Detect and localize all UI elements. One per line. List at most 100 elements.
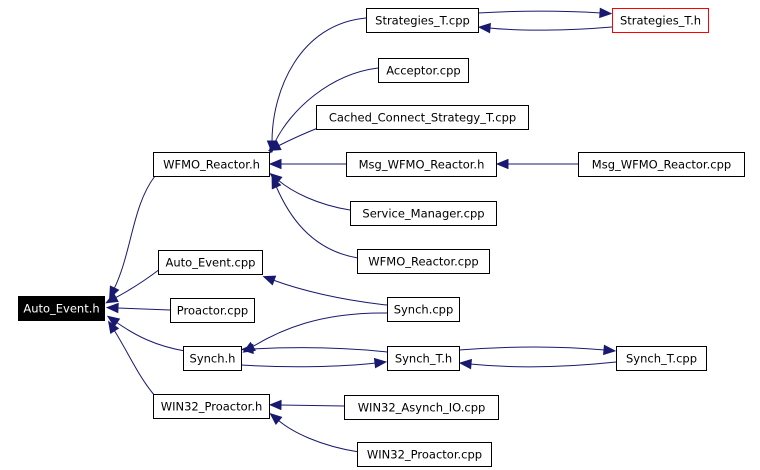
node-strategies-t-cpp[interactable]: Strategies_T.cpp <box>366 8 479 33</box>
edge-line <box>277 419 360 453</box>
edge-arrowhead <box>262 275 277 286</box>
node-label: Msg_WFMO_Reactor.cpp <box>592 158 731 172</box>
node-label: Synch_T.h <box>395 352 452 366</box>
edge-arrowhead <box>105 292 119 304</box>
node-wfmo-reactor-h[interactable]: WFMO_Reactor.h <box>153 152 270 177</box>
edge-arrowhead <box>458 358 472 370</box>
nodes-layer: Auto_Event.h WFMO_Reactor.hAuto_Event.cpp… <box>18 8 745 467</box>
edge-wfmo-reactor-cpp-to-wfmo-reactor-h <box>271 175 359 259</box>
edge-line <box>116 307 171 311</box>
node-win32-proactor-cpp[interactable]: WIN32_Proactor.cpp <box>357 442 492 467</box>
node-box <box>153 152 270 177</box>
edge-auto-event-cpp-to-auto-event-h <box>105 268 161 304</box>
node-proactor-cpp[interactable]: Proactor.cpp <box>170 298 255 323</box>
edge-strategies-t-cpp-to-strategies-t-h <box>477 7 613 19</box>
node-auto-event-cpp[interactable]: Auto_Event.cpp <box>158 250 263 275</box>
node-service-manager-cpp[interactable]: Service_Manager.cpp <box>350 201 497 226</box>
node-label: WIN32_Asynch_IO.cpp <box>358 401 486 415</box>
edge-wfmo-reactor-h-to-auto-event-h <box>109 175 156 300</box>
node-synch-h[interactable]: Synch.h <box>183 346 242 371</box>
node-strategies-t-h[interactable]: Strategies_T.h <box>612 8 709 33</box>
edge-line <box>273 67 379 145</box>
node-label: Msg_WFMO_Reactor.h <box>359 158 485 172</box>
node-msg-wfmo-reactor-h[interactable]: Msg_WFMO_Reactor.h <box>346 152 497 177</box>
node-box <box>366 8 479 33</box>
edge-arrowhead <box>108 320 120 335</box>
edge-line <box>115 321 186 352</box>
edge-line <box>113 329 156 397</box>
node-box <box>316 105 529 130</box>
node-win32-asynch-io-cpp[interactable]: WIN32_Asynch_IO.cpp <box>344 395 499 420</box>
edge-arrowhead <box>268 158 282 170</box>
edge-line <box>271 17 367 143</box>
edge-synch-cpp-to-synch-h <box>242 312 388 353</box>
node-box <box>387 297 460 322</box>
node-label: Proactor.cpp <box>177 304 248 318</box>
node-label: WFMO_Reactor.h <box>163 158 260 172</box>
edge-synch-h-to-auto-event-h <box>106 315 186 352</box>
edge-arrowhead <box>477 22 491 34</box>
edge-line <box>279 404 345 407</box>
edge-line <box>240 362 377 368</box>
edge-proactor-cpp-to-auto-event-h <box>105 302 171 314</box>
node-box <box>158 250 263 275</box>
edge-msg-wfmo-reactor-cpp-to-msg-wfmo-reactor-h <box>495 158 578 170</box>
edge-synch-t-h-to-synch-t-cpp <box>458 344 617 356</box>
node-auto-event-h[interactable]: Auto_Event.h <box>18 296 105 321</box>
edge-strategies-t-h-to-strategies-t-cpp <box>477 22 613 34</box>
node-win32-proactor-h[interactable]: WIN32_Proactor.h <box>153 394 270 419</box>
node-synch-t-cpp[interactable]: Synch_T.cpp <box>616 346 707 371</box>
edge-line <box>251 347 388 353</box>
edge-synch-t-cpp-to-synch-t-h <box>458 358 617 370</box>
node-label: Synch_T.cpp <box>626 352 697 366</box>
node-box <box>170 298 255 323</box>
node-box <box>346 152 497 177</box>
node-label: Auto_Event.cpp <box>166 256 256 270</box>
edge-arrowhead <box>271 175 282 190</box>
edge-arrowhead <box>603 344 617 356</box>
edge-line <box>488 26 613 31</box>
node-label: WIN32_Proactor.h <box>161 400 263 414</box>
edge-strategies-t-cpp-to-wfmo-reactor-h <box>266 17 367 154</box>
node-box <box>350 201 497 226</box>
edge-line <box>277 179 351 211</box>
node-box <box>616 346 707 371</box>
edge-service-manager-cpp-to-wfmo-reactor-h <box>269 172 351 211</box>
node-box <box>357 249 490 274</box>
node-wfmo-reactor-cpp[interactable]: WFMO_Reactor.cpp <box>357 249 490 274</box>
edge-win32-proactor-cpp-to-win32-proactor-h <box>269 412 360 453</box>
node-synch-cpp[interactable]: Synch.cpp <box>387 297 460 322</box>
node-box <box>18 296 105 321</box>
edge-line <box>458 346 606 351</box>
edge-line <box>272 279 388 306</box>
node-label: Cached_Connect_Strategy_T.cpp <box>329 111 516 125</box>
node-acceptor-cpp[interactable]: Acceptor.cpp <box>378 58 469 83</box>
node-label: Auto_Event.h <box>23 302 99 316</box>
edge-line <box>277 127 319 147</box>
node-synch-t-h[interactable]: Synch_T.h <box>387 346 460 371</box>
node-box <box>387 346 460 371</box>
edge-synch-cpp-to-auto-event-cpp <box>262 275 388 306</box>
node-label: Strategies_T.cpp <box>375 14 470 28</box>
node-label: WFMO_Reactor.cpp <box>368 255 478 269</box>
node-cached-connect-strategy-t-cpp[interactable]: Cached_Connect_Strategy_T.cpp <box>316 105 529 130</box>
edge-cached-connect-strategy-t-cpp-to-wfmo-reactor-h <box>267 127 319 151</box>
edge-arrowhead <box>268 399 282 411</box>
node-label: Acceptor.cpp <box>386 64 460 78</box>
edge-line <box>114 268 161 299</box>
node-msg-wfmo-reactor-cpp[interactable]: Msg_WFMO_Reactor.cpp <box>578 152 745 177</box>
edge-arrowhead <box>495 158 509 170</box>
edge-arrowhead <box>269 412 283 425</box>
edge-msg-wfmo-reactor-h-to-wfmo-reactor-h <box>268 158 346 170</box>
edge-arrowhead <box>267 140 282 151</box>
edge-arrowhead <box>373 357 388 369</box>
edge-line <box>251 312 388 348</box>
edge-line <box>113 175 156 290</box>
edge-arrowhead <box>106 315 121 328</box>
edge-line <box>275 185 359 259</box>
node-label: Service_Manager.cpp <box>362 207 484 221</box>
node-box <box>357 442 492 467</box>
edge-win32-asynch-io-cpp-to-win32-proactor-h <box>268 399 345 411</box>
node-label: Synch.h <box>190 352 236 366</box>
